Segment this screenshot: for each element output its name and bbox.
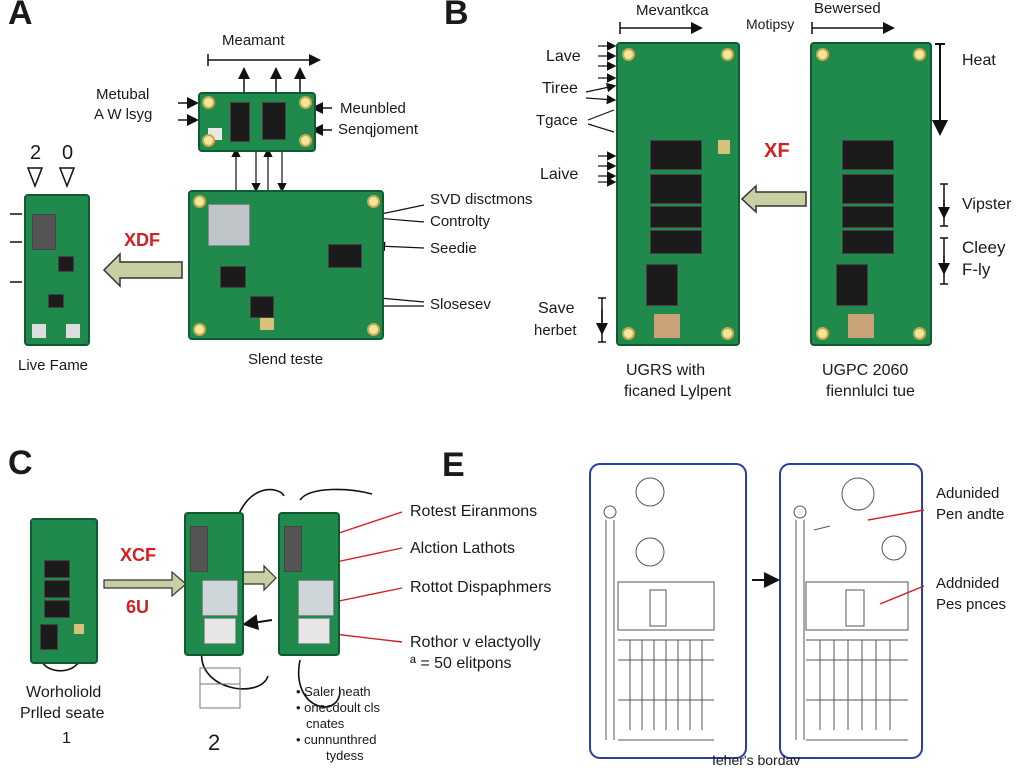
a-main-board <box>188 190 384 340</box>
c-bullet-2: • onecdoult cls <box>296 700 380 716</box>
b-right-2: Vipster <box>962 196 1012 214</box>
e-callout-2b: Pes pnces <box>936 596 1006 613</box>
e-left-sketch <box>604 478 714 740</box>
a-num-right: 0 <box>62 142 73 165</box>
b-right-3: Cleey <box>962 238 1005 258</box>
b-top-left: Mevantkca <box>636 2 709 19</box>
c-callout-3: Rottot Dispaphmers <box>410 579 551 597</box>
b-caption-left-1: UGRS with <box>626 362 705 380</box>
b-left-1: Lave <box>546 48 581 66</box>
b-left-board <box>616 42 740 346</box>
c-callout-1: Rotest Eiranmons <box>410 503 537 521</box>
b-left-3: Tgace <box>536 112 578 129</box>
b-caption-left-2: ficaned Lylpent <box>624 383 731 401</box>
b-left-4: Laive <box>540 166 578 184</box>
e-frame-left <box>590 464 746 758</box>
b-transfer-label: XF <box>764 140 790 163</box>
panel-e-letter: E <box>442 446 465 485</box>
c-bullet-3: cnates <box>296 716 380 732</box>
a-transfer-arrow <box>104 254 182 286</box>
a-transfer-label: XDF <box>124 230 160 251</box>
b-right-4: F-ly <box>962 260 990 280</box>
e-callout-2a: Addnided <box>936 575 999 592</box>
e-right-sketch <box>794 478 908 740</box>
b-top-mid: Motipsy <box>746 16 794 32</box>
c-bullet-4: • cunnunthred <box>296 732 380 748</box>
b-right-1: Heat <box>962 52 996 70</box>
e-callout-1b: Pen andte <box>936 506 1004 523</box>
c-caption-num: 1 <box>62 730 71 748</box>
c-bullet-5: tydess <box>296 748 380 764</box>
c-num-2: 2 <box>208 730 220 755</box>
c-callout-4: Rothor v elactyolly <box>410 634 541 652</box>
c-board-3 <box>278 512 340 656</box>
a-callout-1: SVD disctmons <box>430 191 533 208</box>
panel-c-letter: C <box>8 444 33 483</box>
a-right-label-1: Meunbled <box>340 100 406 117</box>
e-caption: Ieher's bordav <box>712 752 800 768</box>
a-top-label: Meamant <box>222 32 285 49</box>
c-bullet-list: • Saler heath • onecdoult cls cnates • c… <box>296 684 380 764</box>
c-bullet-1: • Saler heath <box>296 684 380 700</box>
a-callout-2: Controlty <box>430 213 490 230</box>
b-right-board <box>810 42 932 346</box>
c-transfer-2: 6U <box>126 597 149 618</box>
c-callout-2: Alction Lathots <box>410 540 515 558</box>
panel-b-letter: B <box>444 0 469 33</box>
b-top-right: Bewersed <box>814 0 881 17</box>
c-caption-1: Worholiold <box>26 684 101 702</box>
a-left-label-1: Metubal <box>96 86 149 103</box>
a-main-caption: Slend teste <box>248 351 323 368</box>
b-left-6: herbet <box>534 322 577 339</box>
a-left-label-2: A W lsyg <box>94 106 152 123</box>
b-transfer-arrow <box>742 186 806 212</box>
c-board-1 <box>30 518 98 664</box>
b-left-2: Tiree <box>542 80 578 98</box>
b-caption-right-2: fiennlulci tue <box>826 383 915 401</box>
a-left-caption: Live Fame <box>18 357 88 374</box>
b-left-5: Save <box>538 300 574 318</box>
a-callout-4: Slosesev <box>430 296 491 313</box>
c-caption-2: Prlled seate <box>20 705 105 723</box>
a-left-board <box>24 194 90 346</box>
c-callout-5: ª = 50 elitpons <box>410 655 512 673</box>
b-caption-right-1: UGPC 2060 <box>822 362 908 380</box>
a-callout-3: Seedie <box>430 240 477 257</box>
panel-a-letter: A <box>8 0 33 33</box>
a-right-label-2: Senqjoment <box>338 121 418 138</box>
e-callout-1a: Adunided <box>936 485 999 502</box>
a-num-left: 2 <box>30 142 41 165</box>
c-transfer-1: XCF <box>120 545 156 566</box>
c-board-2 <box>184 512 244 656</box>
a-top-board <box>198 92 316 152</box>
